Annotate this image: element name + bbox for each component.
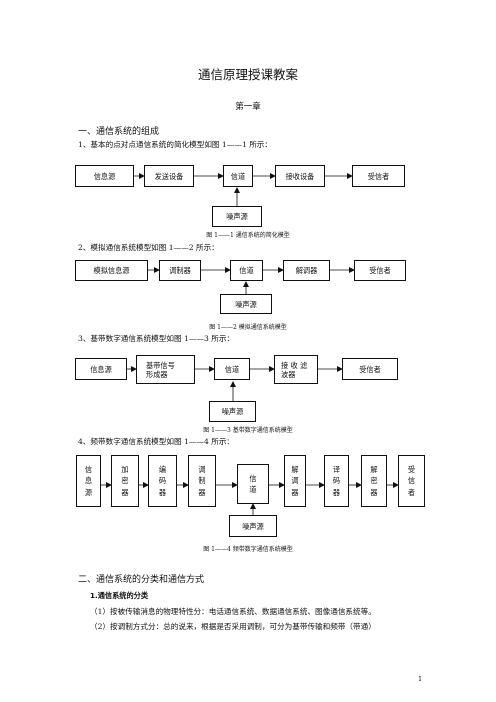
fig4-box-channel: 信 道: [237, 464, 269, 504]
fig2-noise-source: 噪声源: [220, 294, 272, 314]
fig2-box-channel: 信道: [230, 260, 263, 281]
section2-paragraph-2: （2）按调制方式分：总的说来，根据是否采用调制，可分为基带传输和频带（带通）: [90, 622, 376, 631]
fig4-box-decryptor: 解 密 器: [361, 455, 387, 507]
fig2-box-analog-source: 模拟信息源: [75, 260, 148, 281]
fig2-box-demodulator: 解调器: [283, 260, 330, 281]
fig3-noise-source: 噪声源: [209, 401, 256, 422]
chapter-label: 第一章: [235, 102, 261, 112]
fig4-noise-source: 噪声源: [229, 515, 277, 537]
fig2-box-modulator: 调制器: [159, 260, 201, 281]
fig4-box-encoder: 编 码 器: [148, 455, 177, 507]
fig3-box-receive-filter: 接 收 滤 波器: [274, 355, 318, 384]
fig4-caption: 图 1——4 频带数字通信系统模型: [203, 546, 293, 553]
item2-text: 2、模拟通信系统模型如图 1——2 所示：: [78, 243, 219, 252]
section2-heading: 二、通信系统的分类和通信方式: [78, 575, 205, 585]
fig4-box-source: 信 息 源: [76, 455, 101, 507]
fig1-box-sink: 受信者: [352, 165, 405, 187]
page-number: 1: [418, 675, 423, 683]
fig4-box-demodulator: 解 调 器: [284, 455, 306, 507]
fig3-box-source: 信息源: [75, 358, 127, 380]
fig1-box-channel: 信道: [223, 165, 253, 187]
item1-text: 1、基本的点对点通信系统的简化模型如图 1——1 所示：: [78, 140, 272, 149]
fig4-box-decoder: 译 码 器: [324, 455, 349, 507]
fig3-box-sink: 受信者: [342, 358, 398, 380]
section2-paragraph-1: （1）按被传输消息的物理特性分：电话通信系统、数据通信系统、图像通信系统等。: [90, 607, 376, 616]
fig4-box-sink: 受 信 者: [398, 455, 425, 507]
fig1-box-transmitter: 发送设备: [144, 165, 194, 187]
fig2-box-sink: 受信者: [354, 260, 406, 281]
item4-text: 4、频带数字通信系统模型如图 1——4 所示：: [78, 437, 235, 446]
fig1-box-source: 信息源: [75, 165, 134, 187]
fig3-box-channel: 信道: [214, 358, 250, 380]
item3-text: 3、基带数字通信系统模型如图 1——3 所示：: [78, 334, 235, 343]
fig1-box-receiver: 接收设备: [275, 165, 325, 187]
fig1-noise-source: 噪声源: [212, 206, 262, 227]
fig2-caption: 图 1——2 模拟通信系统模型: [209, 324, 287, 331]
fig1-caption: 图 1——1 通信系统的简化模型: [206, 232, 290, 239]
section2-subheading: 1.通信系统的分类: [90, 591, 149, 600]
fig4-box-encryptor: 加 密 器: [111, 455, 139, 507]
fig3-caption: 图 1——3 基带数字通信系统模型: [203, 427, 293, 434]
fig4-box-modulator: 调 制 器: [188, 455, 216, 507]
fig3-box-baseband-shaper: 基带信号 形成器: [136, 355, 195, 384]
section1-heading: 一、通信系统的组成: [78, 127, 160, 137]
document-title: 通信原理授课教案: [197, 67, 298, 82]
